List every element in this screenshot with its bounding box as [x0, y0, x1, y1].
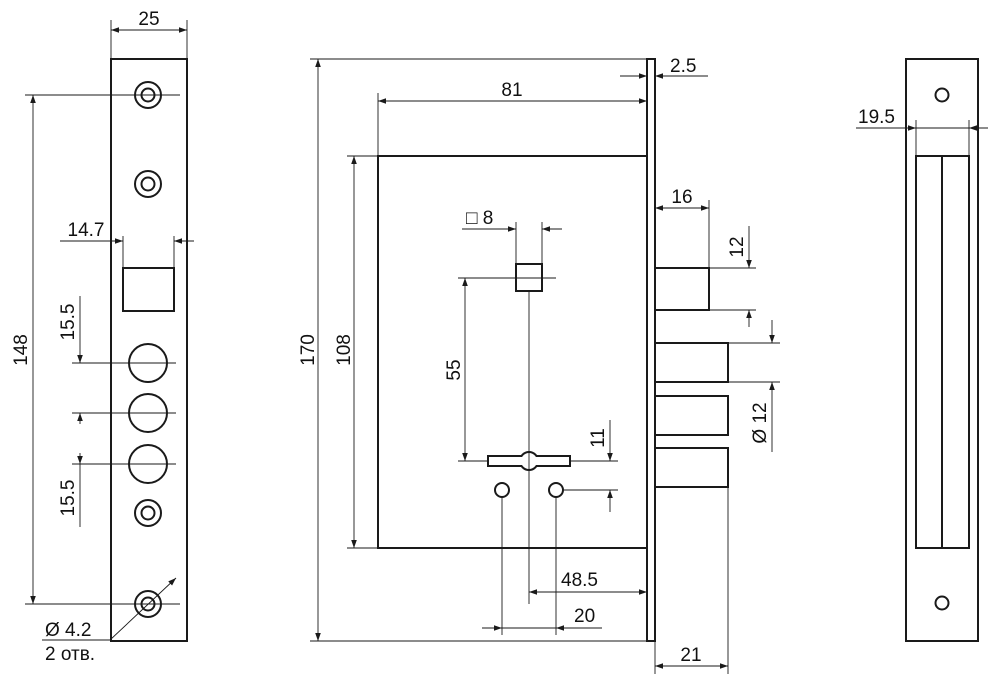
- dim-case-width: 81: [501, 80, 522, 101]
- dim-bolt-diameter: Ø 12: [750, 402, 771, 443]
- dim-spindle-to-key: 55: [444, 359, 465, 380]
- dim-latch-height: 12: [727, 236, 748, 257]
- dim-case-height: 108: [334, 334, 355, 366]
- leader-screw-hole: [109, 577, 177, 641]
- strike-top-hole: [934, 87, 950, 103]
- dead-bolt-1: [654, 342, 729, 383]
- dim-key-slot: 11: [588, 428, 609, 448]
- dim-total-height: 170: [298, 334, 319, 366]
- dim-bolt-projection: 21: [680, 645, 701, 666]
- lock-case: [377, 155, 648, 549]
- dim-latch-projection: 16: [671, 187, 692, 208]
- spindle-square: [515, 263, 543, 292]
- dim-fixing-hole-spacing: 20: [574, 606, 595, 627]
- dim-latch-width: 14.7: [68, 220, 105, 241]
- strike-bottom-hole: [934, 595, 950, 611]
- dim-spindle-square: □ 8: [466, 208, 493, 229]
- dead-bolt-3: [654, 447, 729, 488]
- dim-bolt-pitch-bottom: 15.5: [58, 480, 79, 517]
- strike-plate-outline: [905, 58, 979, 642]
- dim-slot-width: 19.5: [858, 107, 895, 128]
- latch-opening: [122, 267, 175, 312]
- latch-bolt: [654, 267, 710, 311]
- lock-body-view: 170 108 81 2.5 □ 8 55 11: [298, 56, 780, 674]
- front-plate-outline: [110, 58, 188, 642]
- front-plate-view: 25 148 14.7 15.5 15.5 Ø 4.2 2 отв.: [11, 9, 194, 665]
- dim-plate-width: 25: [138, 9, 159, 30]
- faceplate-edge: [646, 58, 656, 642]
- dim-backset: 48.5: [561, 570, 598, 591]
- strike-plate-view: 19.5: [856, 58, 988, 642]
- dim-bolt-pitch-top: 15.5: [58, 304, 79, 341]
- dead-bolt-2: [654, 395, 729, 436]
- upper-screw-hole: [134, 170, 162, 198]
- dim-screw-hole-diameter: Ø 4.2: [45, 620, 91, 641]
- fixing-hole-1: [494, 482, 510, 498]
- dim-hole-spacing: 148: [11, 334, 32, 366]
- lower-screw-hole: [134, 499, 162, 527]
- screw-hole-count: 2 отв.: [45, 644, 95, 665]
- dim-plate-thickness: 2.5: [670, 56, 696, 77]
- fixing-hole-2: [548, 482, 564, 498]
